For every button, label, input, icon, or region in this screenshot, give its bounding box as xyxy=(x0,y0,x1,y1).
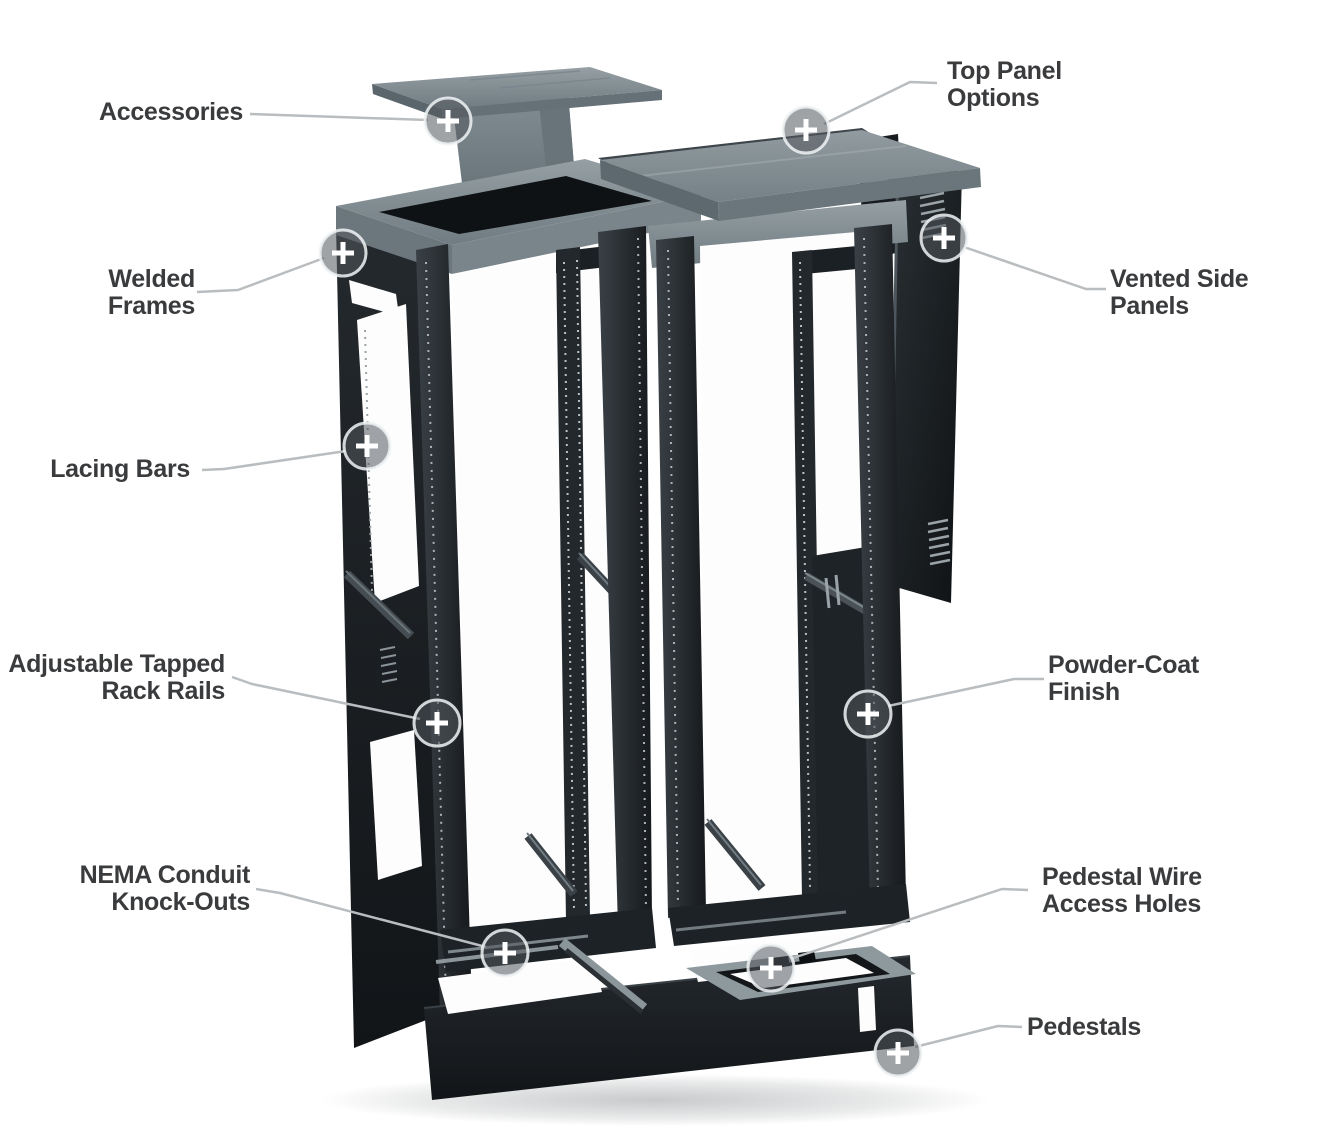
plus-icon xyxy=(426,712,448,734)
plus-icon xyxy=(760,957,782,979)
plus-icon xyxy=(857,703,879,725)
plus-marker-adjustable-tapped-rack-rails[interactable] xyxy=(412,698,462,748)
callout-label: Top Panel xyxy=(947,57,1062,85)
plus-icon xyxy=(933,227,955,249)
plus-icon xyxy=(356,435,378,457)
callout-label: Pedestals xyxy=(1027,1013,1142,1041)
floor-shadow xyxy=(320,1074,990,1126)
callout-accessories: Accessories xyxy=(99,99,243,126)
side-vent-slots xyxy=(379,646,398,683)
callout-welded-frames: Welded Frames xyxy=(108,266,195,320)
plus-marker-powder-coat-finish[interactable] xyxy=(843,689,893,739)
plus-marker-welded-frames[interactable] xyxy=(318,228,368,278)
callout-label: NEMA Conduit xyxy=(79,861,251,889)
left-rack-frame xyxy=(336,159,701,1048)
callout-label: Powder-Coat xyxy=(1048,651,1199,679)
callout-label: Access Holes xyxy=(1042,890,1201,918)
callout-label: Accessories xyxy=(98,98,243,126)
plus-icon xyxy=(887,1042,909,1064)
callout-top-panel-options: Top Panel Options xyxy=(947,58,1062,112)
callout-nema-conduit-knock-outs: NEMA Conduit Knock-Outs xyxy=(79,861,251,916)
callout-label: Frames xyxy=(107,292,195,320)
plus-icon xyxy=(494,942,516,964)
leader-vented-side-panels xyxy=(963,245,1106,291)
callout-pedestals: Pedestals xyxy=(1027,1014,1141,1041)
callout-label: Panels xyxy=(1110,292,1189,320)
feature-markers xyxy=(318,96,969,1078)
leader-lacing-bars xyxy=(201,449,347,472)
plus-icon xyxy=(795,119,817,141)
callout-adjustable-tapped-rack-rails: Adjustable Tapped Rack Rails xyxy=(8,651,225,705)
leader-powder-coat-finish xyxy=(887,677,1044,708)
plus-icon xyxy=(332,242,354,264)
leader-accessories xyxy=(249,112,429,122)
leader-lines xyxy=(196,80,1106,1049)
plus-marker-pedestal-wire-access-holes[interactable] xyxy=(746,943,796,993)
callout-powder-coat-finish: Powder-Coat Finish xyxy=(1048,652,1199,706)
plus-marker-pedestals[interactable] xyxy=(873,1028,923,1078)
rack-rail xyxy=(556,247,590,921)
callout-label: Finish xyxy=(1048,678,1120,706)
callout-lacing-bars: Lacing Bars xyxy=(50,456,190,483)
callout-label: Knock-Outs xyxy=(111,888,250,916)
right-rack-frame xyxy=(598,128,981,946)
callout-label: Welded xyxy=(108,265,195,293)
callout-label: Vented Side xyxy=(1110,265,1249,293)
leader-adjustable-tapped-rack-rails xyxy=(231,675,421,721)
lacing-bar xyxy=(524,552,638,897)
callout-vented-side-panels: Vented Side Panels xyxy=(1110,265,1249,320)
plus-marker-vented-side-panels[interactable] xyxy=(919,213,969,263)
leader-nema-conduit-knock-outs xyxy=(255,887,487,949)
plus-marker-accessories[interactable] xyxy=(423,96,473,146)
callout-label: Options xyxy=(947,84,1040,112)
plus-marker-lacing-bars[interactable] xyxy=(342,421,392,471)
callout-label: Rack Rails xyxy=(101,677,226,705)
leader-pedestals xyxy=(914,1024,1023,1049)
plus-icon xyxy=(437,110,459,132)
leader-top-panel-options xyxy=(823,80,938,126)
lacing-bar xyxy=(704,818,766,891)
callout-label: Adjustable Tapped xyxy=(8,650,225,678)
vent-slots-bottom xyxy=(927,518,951,566)
plus-marker-nema-conduit-knock-outs[interactable] xyxy=(480,928,530,978)
callout-label: Pedestal Wire xyxy=(1042,863,1202,891)
leader-pedestal-wire-access-holes xyxy=(789,887,1029,961)
leader-welded-frames xyxy=(196,256,325,294)
callout-label: Lacing Bars xyxy=(50,455,190,483)
callout-pedestal-wire-access-holes: Pedestal Wire Access Holes xyxy=(1042,864,1202,918)
plus-marker-top-panel-options[interactable] xyxy=(781,105,831,155)
